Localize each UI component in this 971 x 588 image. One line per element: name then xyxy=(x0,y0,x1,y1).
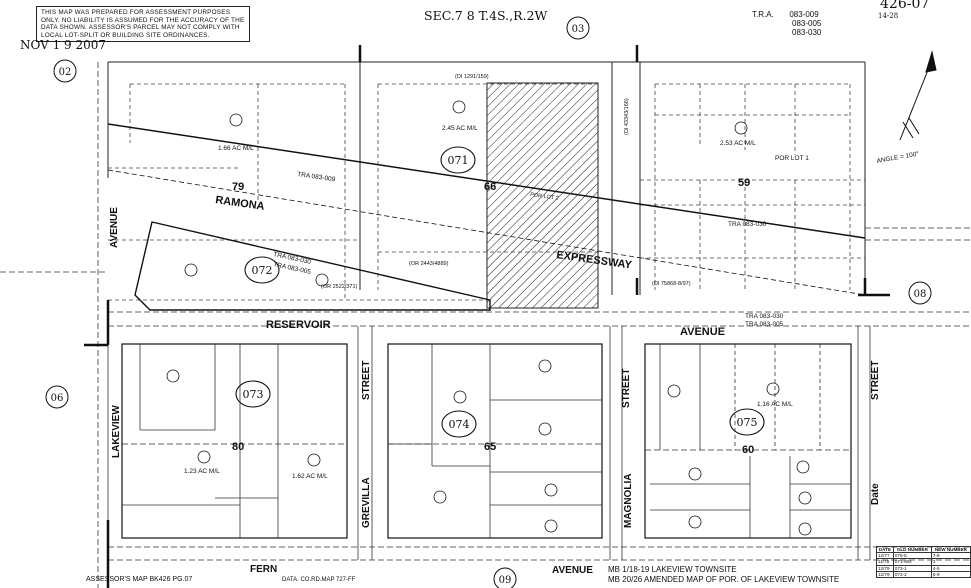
page-ref-08: 08 xyxy=(914,289,927,300)
doc-ref: (DI 43343/166) xyxy=(624,98,630,135)
doc-ref: (DI 1291/159) xyxy=(455,74,489,80)
tract-lot-65: 65 xyxy=(484,441,496,453)
street-magnolia-street: STREET xyxy=(621,369,632,408)
doc-ref: (DI 75868-8/97) xyxy=(652,281,691,287)
table-header: OLD NUMBER xyxy=(892,545,932,554)
tra-code: 083-030 xyxy=(792,28,822,37)
street-date-street: STREET xyxy=(870,361,881,400)
page-ref-09: 09 xyxy=(499,575,512,586)
tract-lot-66: 66 xyxy=(484,181,496,193)
street-reservoir-avenue: AVENUE xyxy=(680,326,725,338)
table-row: 12/79 073-2 6-9 xyxy=(876,570,971,579)
mb-note: 20/26 AMENDED MAP OF POR. OF LAKEVIEW TO… xyxy=(622,575,840,584)
tract-lot-59: 59 xyxy=(738,177,750,189)
tra-code: 083-009 xyxy=(789,10,819,19)
tra-label: TRA 083-009 xyxy=(297,171,336,183)
parcel-072-outline xyxy=(134,221,491,311)
page-ref-06: 06 xyxy=(51,393,64,404)
table-cell: 6-9 xyxy=(930,570,971,579)
tra-label: TRA 083-030 xyxy=(745,313,784,320)
street-reservoir: RESERVOIR xyxy=(266,319,331,331)
mb-notes: MB 1/18-19 LAKEVIEW TOWNSITE MB 20/26 AM… xyxy=(608,565,839,585)
section-title: SEC.7 8 T.4S.,R.2W xyxy=(424,8,548,23)
block-074-label: 074 xyxy=(449,418,470,431)
tra-label: TRA 083-005 xyxy=(745,321,784,328)
table-header: DATE xyxy=(876,545,894,554)
acreage-label: 1.23 AC M/L xyxy=(184,468,220,475)
block-073-outline xyxy=(121,343,348,539)
tra-code: 083-005 xyxy=(792,19,822,28)
north-arrow-icon xyxy=(899,50,937,141)
acreage-label: 2.53 AC M/L xyxy=(720,140,756,147)
tra-list: T.R.A. 083-009 083-005 083-030 xyxy=(752,10,821,37)
mb-prefix: MB xyxy=(608,575,620,584)
block-073-label: 073 xyxy=(243,388,264,401)
footer-data: DATA. CO.RD.MAP 727-FF xyxy=(282,577,356,583)
street-lakeview: LAKEVIEW xyxy=(111,405,122,458)
angle-note: ANGLE = 100° xyxy=(876,150,920,165)
tra-label: TRA 083-030 xyxy=(728,221,767,228)
street-fern-avenue: AVENUE xyxy=(552,565,593,576)
page-ref-02: 02 xyxy=(59,67,72,78)
street-grevilla-street: STREET xyxy=(361,361,372,400)
block-074-outline xyxy=(387,343,603,539)
acreage-label: 2.45 AC M/L xyxy=(442,125,478,132)
tra-label: T.R.A. xyxy=(752,10,774,19)
street-avenue-north: AVENUE xyxy=(109,207,120,248)
tract-lot-79: 79 xyxy=(232,181,244,193)
street-fern: FERN xyxy=(250,564,277,575)
acreage-label: 1.62 AC M/L xyxy=(292,473,328,480)
block-071-label: 071 xyxy=(448,154,469,167)
change-table: DATE OLD NUMBER NEW NUMBER 12/77 075-5 7… xyxy=(876,545,971,579)
book-sub: 14-28 xyxy=(878,12,899,20)
footer-assessor: ASSESSOR'S MAP BK426 PG.07 xyxy=(86,576,193,583)
mb-note: 1/18-19 LAKEVIEW TOWNSITE xyxy=(622,565,737,574)
acreage-label: 1.66 AC M/L xyxy=(218,145,254,152)
street-grevilla: GREVILLA xyxy=(361,477,372,528)
tract-lot-60: 60 xyxy=(742,444,754,456)
table-cell: 12/79 xyxy=(876,570,894,579)
book-page: 426-07 xyxy=(880,0,930,12)
block-075-outline xyxy=(644,343,852,539)
doc-ref: (OR 2443/4889) xyxy=(409,261,449,267)
date-stamp: NOV 1 9 2007 xyxy=(20,38,107,52)
por-label: POR LOT 1 xyxy=(775,155,809,162)
block-075-label: 075 xyxy=(737,416,758,429)
street-magnolia: MAGNOLIA xyxy=(623,474,634,528)
table-header: NEW NUMBER xyxy=(930,545,971,554)
doc-ref: (OR 2522/371) xyxy=(321,284,358,290)
mb-prefix: MB xyxy=(608,565,620,574)
disclaimer-box: THIS MAP WAS PREPARED FOR ASSESSMENT PUR… xyxy=(36,6,250,43)
street-date: Date xyxy=(870,483,881,505)
tract-lot-80: 80 xyxy=(232,441,244,453)
block-072-label: 072 xyxy=(252,264,273,277)
acreage-label: 1.16 AC M/L xyxy=(757,401,793,408)
page-ref-03: 03 xyxy=(572,24,585,35)
table-cell: 073-2 xyxy=(892,570,932,579)
por-label: POR LOT 2 xyxy=(530,192,559,202)
